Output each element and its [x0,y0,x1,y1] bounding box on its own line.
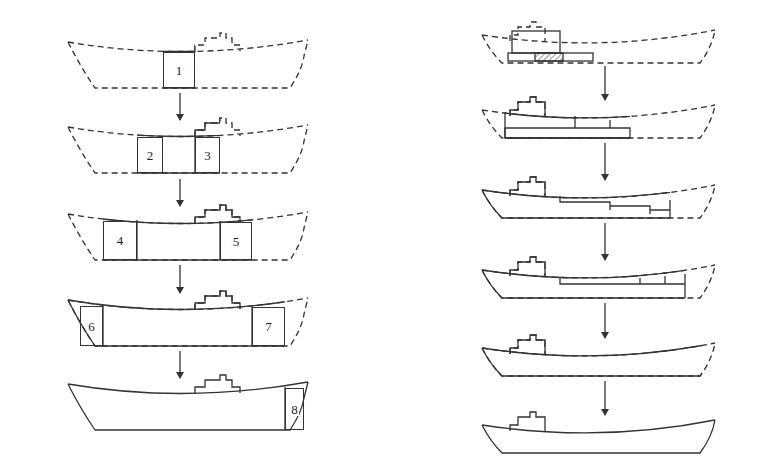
block-number: 2 [146,149,155,162]
block-number: 4 [116,234,125,247]
block-number: 1 [175,64,184,77]
block-number: 3 [203,149,212,162]
block-number-box: 7 [252,307,285,346]
block-number: 7 [264,320,273,333]
block-number-box: 4 [103,221,137,260]
block-number: 6 [87,320,96,333]
block-number: 8 [290,403,299,416]
block-number-box: 5 [220,222,252,260]
block-number-box: 6 [80,306,103,346]
block-number-box: 3 [195,137,220,173]
block-number-box: 1 [163,52,195,88]
block-number: 5 [232,235,241,248]
block-number-box: 2 [137,137,163,173]
block-number-box: 8 [285,388,304,430]
